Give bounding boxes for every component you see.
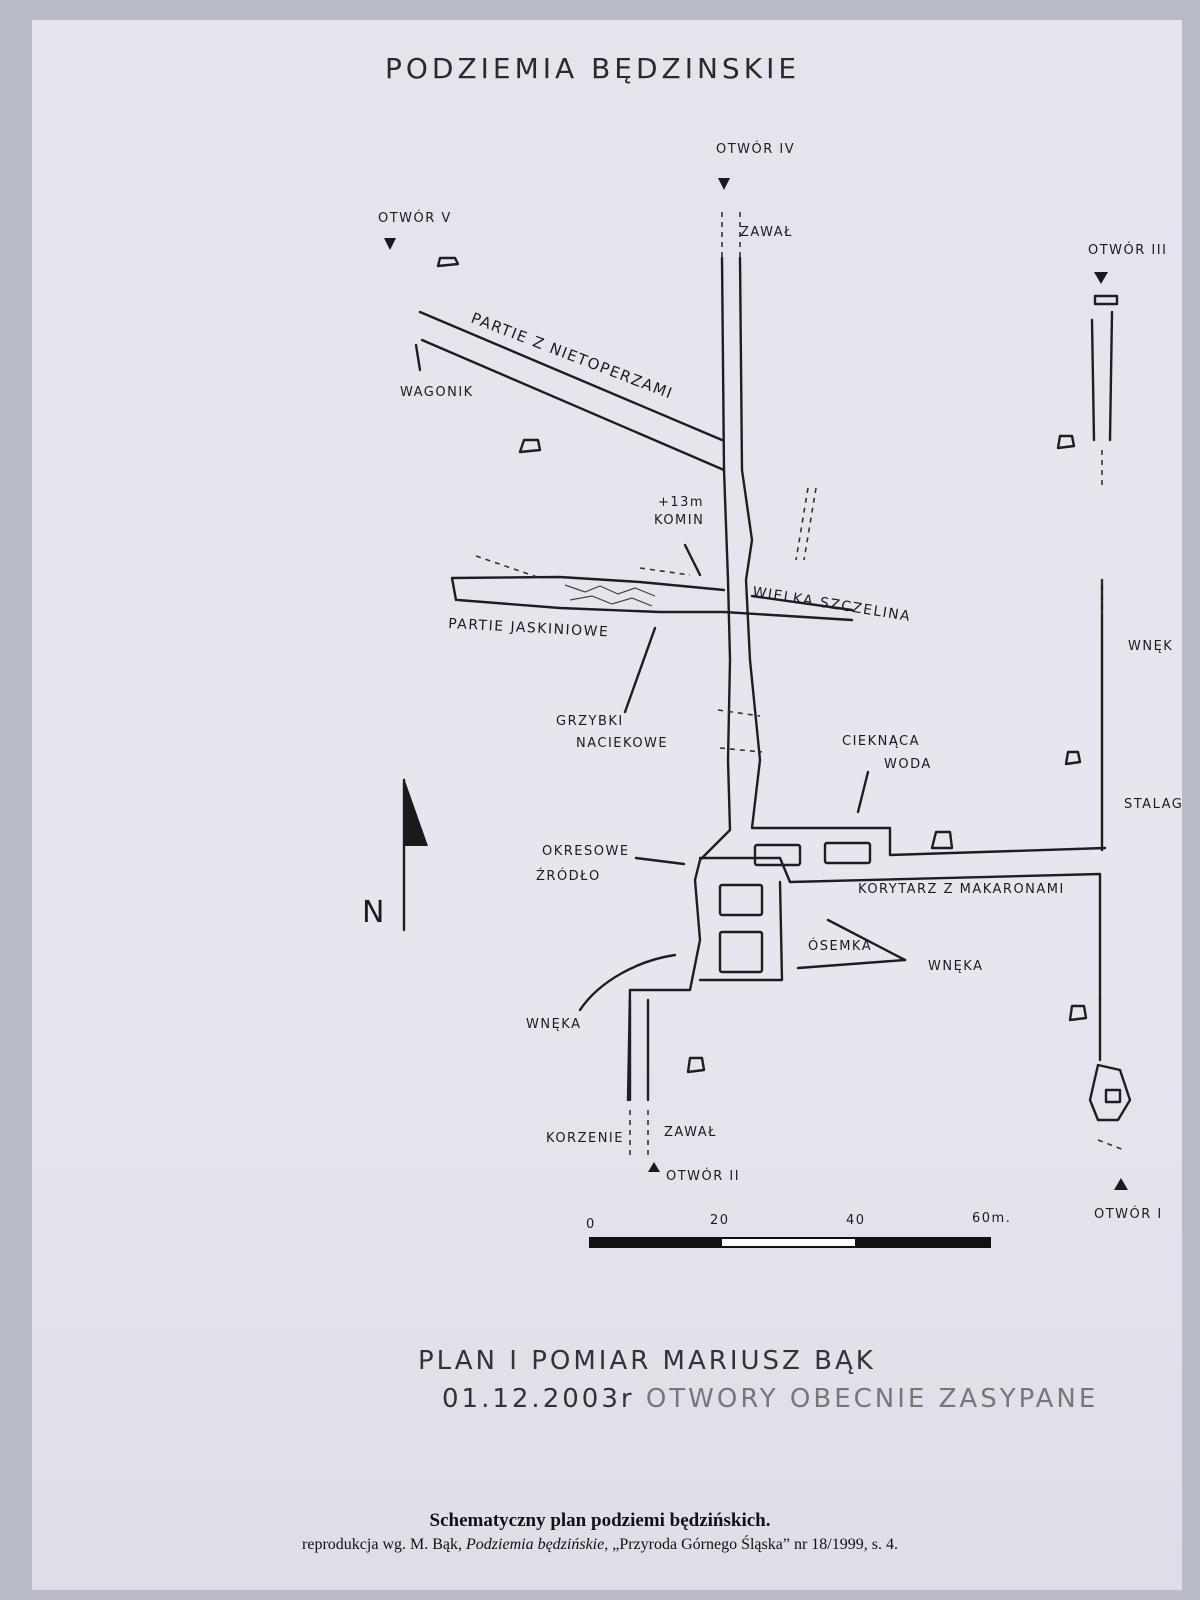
alcove bbox=[436, 256, 460, 268]
niche-arrow bbox=[826, 918, 907, 962]
alcove bbox=[930, 830, 954, 850]
label-otwor-iii: OTWÓR III bbox=[1088, 242, 1167, 258]
caption-credit-work: Podziemia będzińskie bbox=[466, 1536, 605, 1553]
pillar bbox=[753, 843, 802, 867]
entrance-i-chamber bbox=[1088, 1063, 1132, 1122]
map-title: PODZIEMIA BĘDZINSKIE bbox=[385, 52, 801, 85]
paper-sheet bbox=[32, 20, 1182, 1590]
bat-passage-south-wall bbox=[420, 338, 726, 472]
label-zawal-bottom: ZAWAŁ bbox=[664, 1125, 717, 1140]
pillar bbox=[823, 841, 872, 865]
wielka-szczelina-wall bbox=[750, 594, 854, 612]
alcove bbox=[1056, 434, 1076, 450]
author-line: PLAN I POMIAR MARIUSZ BĄK bbox=[418, 1346, 876, 1376]
label-otwor-iv: OTWÓR IV bbox=[716, 141, 795, 157]
niche-arrow bbox=[578, 953, 677, 1012]
niche-arrow bbox=[796, 958, 907, 970]
label-partie-nietoperze: PARTIE Z NIETOPERZAMI bbox=[469, 309, 676, 403]
bat-passage-north-wall bbox=[418, 310, 724, 442]
label-wneka-right: WNĘKA bbox=[928, 959, 983, 974]
cieknaca-arrow bbox=[856, 770, 870, 814]
scale-tick-20: 20 bbox=[710, 1213, 730, 1228]
entrance-v-arrow bbox=[384, 238, 396, 250]
label-wagonik: WAGONIK bbox=[400, 385, 474, 400]
caption-credit: reprodukcja wg. M. Bąk, Podziemia będziń… bbox=[0, 1536, 1200, 1554]
label-korzenie: KORZENIE bbox=[546, 1131, 624, 1146]
caption-title: Schematyczny plan podziemi będzińskich. bbox=[429, 1510, 771, 1531]
caption-credit-suffix: , „Przyroda Górnego Śląska” nr 18/1999, … bbox=[604, 1536, 898, 1553]
scale-tick-60: 60m. bbox=[972, 1211, 1011, 1226]
label-cieknaca-1: CIEKNĄCA bbox=[842, 734, 920, 749]
south-corridor bbox=[628, 998, 650, 1102]
komin-arrow bbox=[683, 543, 702, 577]
label-komin-height: +13m bbox=[658, 495, 704, 510]
entrance-iii-marker bbox=[1093, 294, 1119, 306]
label-korytarz: KORYTARZ Z MAKARONAMI bbox=[858, 882, 1065, 897]
entrance-iii-arrow bbox=[1094, 272, 1108, 284]
pillar bbox=[718, 883, 764, 917]
east-passage-east bbox=[1108, 310, 1114, 442]
label-otwor-i: OTWÓR I bbox=[1094, 1206, 1163, 1222]
label-wneka-left: WNĘKA bbox=[526, 1017, 581, 1032]
scale-tick-40: 40 bbox=[846, 1213, 866, 1228]
label-grzybki-1: GRZYBKI bbox=[556, 714, 624, 729]
okresowe-arrow bbox=[634, 856, 686, 866]
entrances-note: OTWORY OBECNIE ZASYPANE bbox=[645, 1384, 1099, 1414]
main-corridor-west-wall bbox=[626, 256, 732, 1102]
label-partie-jaskiniowe: PARTIE JASKINIOWE bbox=[448, 616, 610, 640]
label-cieknaca-2: WODA bbox=[884, 757, 932, 772]
pillar bbox=[718, 930, 764, 974]
label-grzybki-2: NACIEKOWE bbox=[576, 736, 668, 751]
label-komin: KOMIN bbox=[654, 513, 704, 528]
south-block-outline bbox=[698, 856, 1102, 1002]
entrance-i-arrow bbox=[1114, 1178, 1128, 1190]
grzybki-arrow bbox=[623, 626, 657, 714]
entrance-iv-arrow bbox=[718, 178, 730, 190]
label-zawal-top: ZAWAŁ bbox=[740, 225, 793, 240]
label-otwor-ii: OTWÓR II bbox=[666, 1168, 740, 1184]
alcove bbox=[1068, 1004, 1088, 1022]
date-note-line: 01.12.2003r OTWORY OBECNIE ZASYPANE bbox=[442, 1384, 1098, 1414]
alcove bbox=[686, 1056, 706, 1074]
east-passage-west bbox=[1090, 318, 1104, 1062]
survey-date: 01.12.2003r bbox=[442, 1384, 635, 1414]
scale-tick-0: 0 bbox=[586, 1217, 596, 1232]
label-osemka: ÓSEMKA bbox=[808, 938, 872, 954]
alcove bbox=[518, 438, 542, 454]
label-okresowe-1: OKRESOWE bbox=[542, 844, 630, 859]
main-corridor-east-wall bbox=[738, 256, 1107, 857]
caption-credit-prefix: reprodukcja wg. M. Bąk, bbox=[302, 1536, 467, 1553]
label-wneka-far: WNĘK bbox=[1128, 639, 1173, 654]
entrance-ii-arrow bbox=[648, 1162, 660, 1172]
label-okresowe-2: ŹRÓDŁO bbox=[536, 868, 601, 884]
chamber-pillar bbox=[1104, 1088, 1122, 1104]
scale-bar bbox=[589, 1237, 991, 1248]
alcove bbox=[1064, 750, 1082, 766]
north-label: N bbox=[362, 895, 384, 930]
cave-section-outline bbox=[450, 575, 854, 622]
north-arrow-head bbox=[404, 778, 428, 846]
label-stalag: STALAG bbox=[1124, 797, 1183, 812]
label-otwor-v: OTWÓR V bbox=[378, 210, 452, 226]
wagonik-arrow bbox=[414, 343, 422, 372]
